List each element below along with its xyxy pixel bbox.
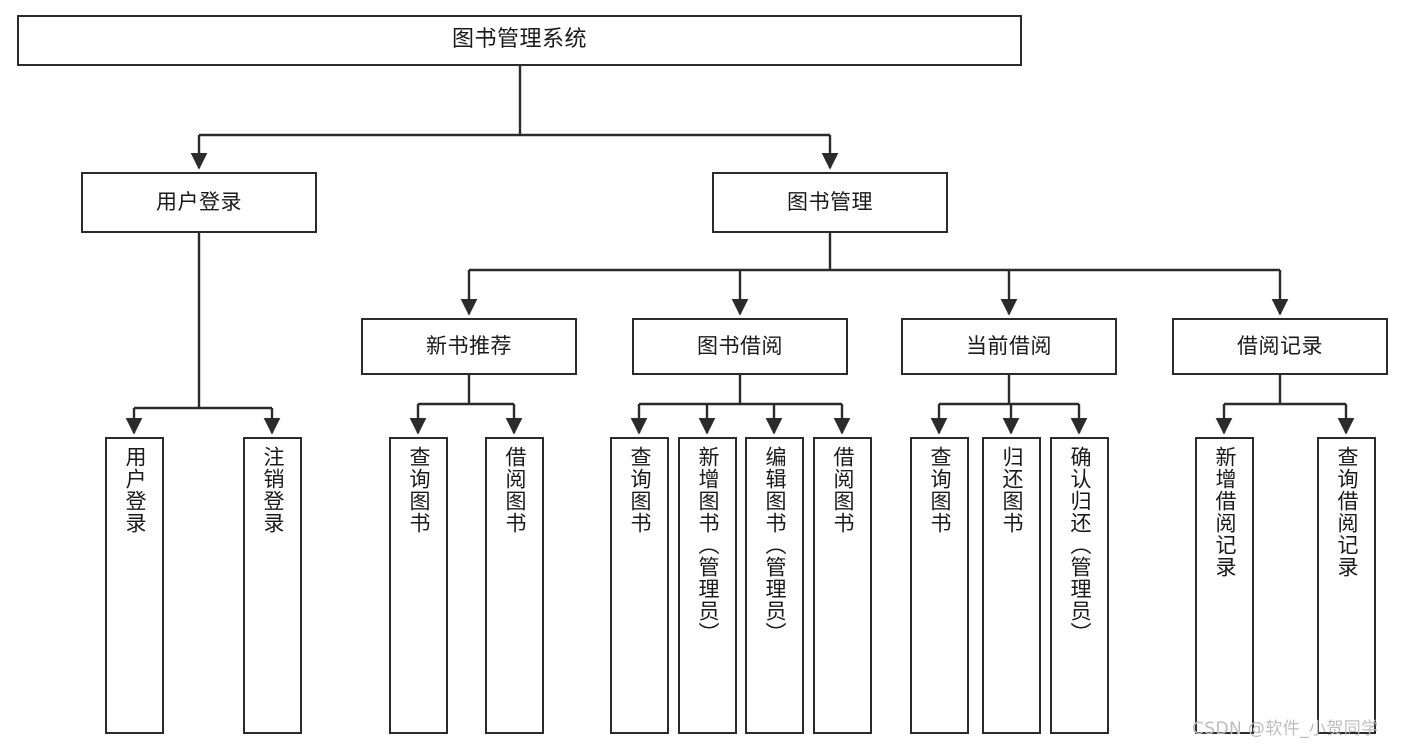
node-leaf-add-book-label: 新增图书（管理员） — [696, 446, 720, 644]
node-root-label: 图书管理系统 — [451, 27, 587, 53]
node-leaf-user-login-label: 用户登录 — [123, 446, 147, 534]
node-leaf-edit-book-label: 编辑图书（管理员） — [763, 446, 787, 644]
node-leaf-return-book-label: 归还图书 — [1000, 446, 1024, 534]
node-leaf-query-book-2-label: 查询图书 — [628, 446, 652, 534]
node-borrow-record-label: 借阅记录 — [1237, 333, 1323, 358]
node-leaf-query-book-3[interactable]: 查询图书 — [910, 437, 969, 734]
node-new-book-recommend[interactable]: 新书推荐 — [361, 318, 577, 375]
node-leaf-logout-login-label: 注销登录 — [261, 446, 285, 534]
node-leaf-borrow-book-1-label: 借阅图书 — [503, 446, 527, 534]
csdn-watermark: CSDN @软件_小贺同学 — [1192, 719, 1379, 739]
node-leaf-confirm-return[interactable]: 确认归还（管理员） — [1050, 437, 1109, 734]
node-leaf-query-record-label: 查询借阅记录 — [1335, 446, 1359, 578]
node-leaf-query-book-1-label: 查询图书 — [407, 446, 431, 534]
node-leaf-query-book-3-label: 查询图书 — [928, 446, 952, 534]
node-new-book-recommend-label: 新书推荐 — [426, 333, 512, 358]
node-leaf-query-book-1[interactable]: 查询图书 — [389, 437, 448, 734]
node-leaf-add-book[interactable]: 新增图书（管理员） — [678, 437, 737, 734]
node-book-borrow-label: 图书借阅 — [697, 333, 783, 358]
node-leaf-borrow-book-1[interactable]: 借阅图书 — [485, 437, 544, 734]
node-leaf-return-book[interactable]: 归还图书 — [982, 437, 1041, 734]
node-leaf-query-book-2[interactable]: 查询图书 — [610, 437, 669, 734]
node-root[interactable]: 图书管理系统 — [17, 15, 1022, 66]
node-leaf-confirm-return-label: 确认归还（管理员） — [1068, 446, 1092, 644]
node-leaf-add-record-label: 新增借阅记录 — [1213, 446, 1237, 578]
node-borrow-record[interactable]: 借阅记录 — [1172, 318, 1388, 375]
node-leaf-borrow-book-2-label: 借阅图书 — [831, 446, 855, 534]
node-current-borrow-label: 当前借阅 — [966, 333, 1052, 358]
node-book-borrow[interactable]: 图书借阅 — [632, 318, 848, 375]
node-user-login[interactable]: 用户登录 — [81, 172, 317, 233]
node-leaf-query-record[interactable]: 查询借阅记录 — [1317, 437, 1376, 734]
node-leaf-borrow-book-2[interactable]: 借阅图书 — [813, 437, 872, 734]
node-current-borrow[interactable]: 当前借阅 — [901, 318, 1117, 375]
node-leaf-add-record[interactable]: 新增借阅记录 — [1195, 437, 1254, 734]
node-leaf-edit-book[interactable]: 编辑图书（管理员） — [745, 437, 804, 734]
node-leaf-logout-login[interactable]: 注销登录 — [243, 437, 302, 734]
node-book-management[interactable]: 图书管理 — [712, 172, 948, 233]
node-user-login-label: 用户登录 — [156, 189, 242, 214]
node-leaf-user-login[interactable]: 用户登录 — [105, 437, 164, 734]
node-book-management-label: 图书管理 — [787, 189, 873, 214]
